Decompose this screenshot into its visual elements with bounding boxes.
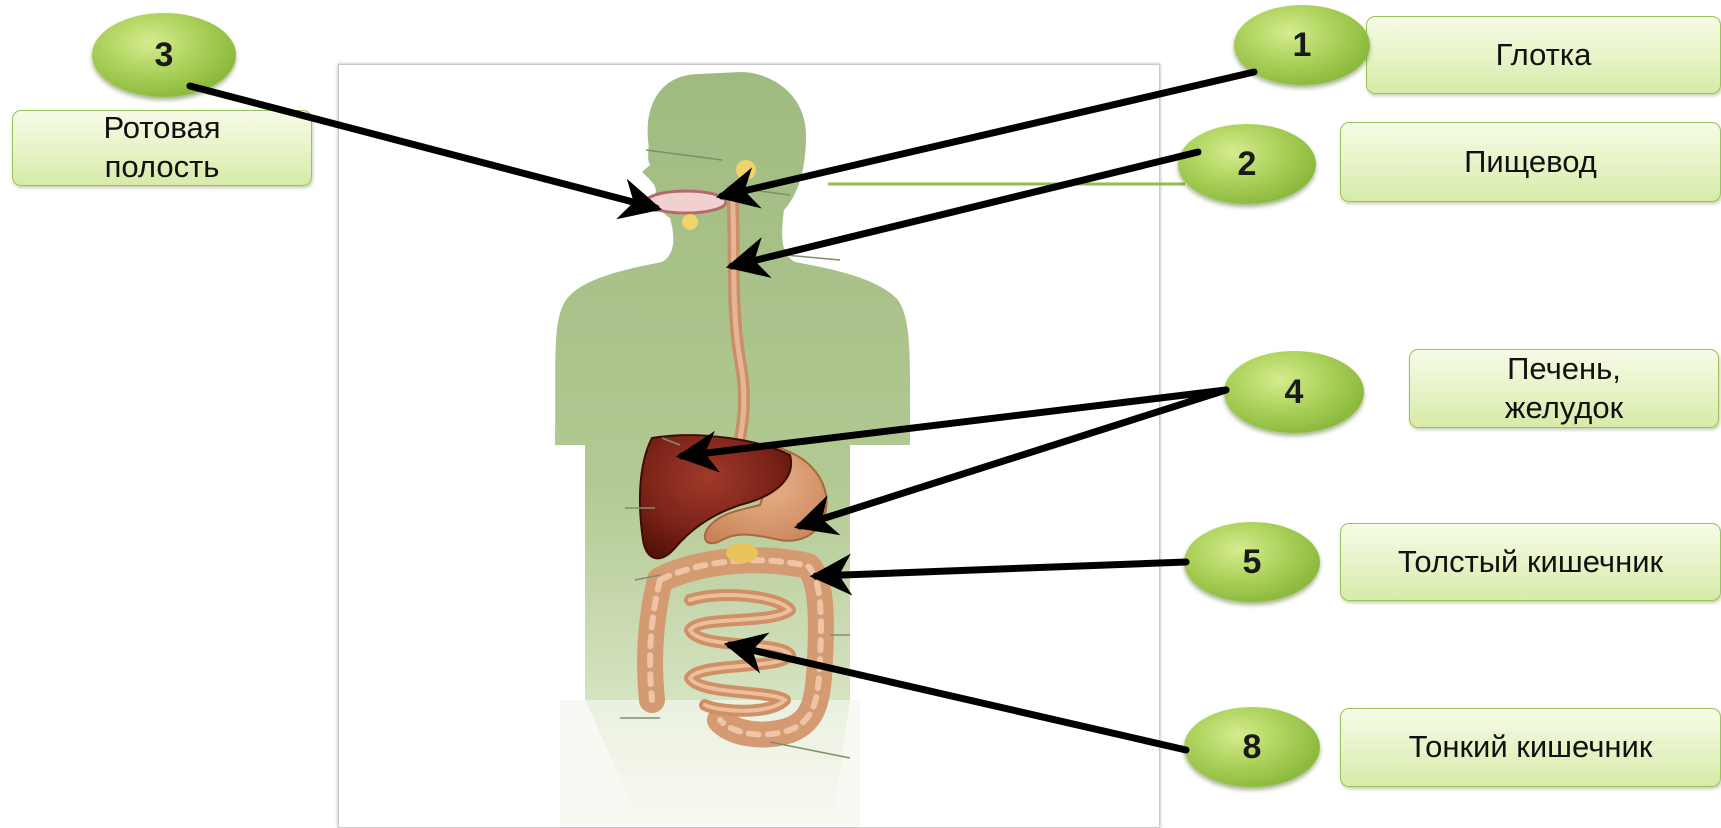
arrow-1 [722,72,1254,196]
arrow-8 [730,645,1186,750]
arrow-2 [732,152,1198,266]
arrow-4-liver [682,390,1226,456]
arrow-5 [816,562,1186,576]
arrow-3 [190,86,656,208]
arrow-4-stomach [800,390,1226,526]
